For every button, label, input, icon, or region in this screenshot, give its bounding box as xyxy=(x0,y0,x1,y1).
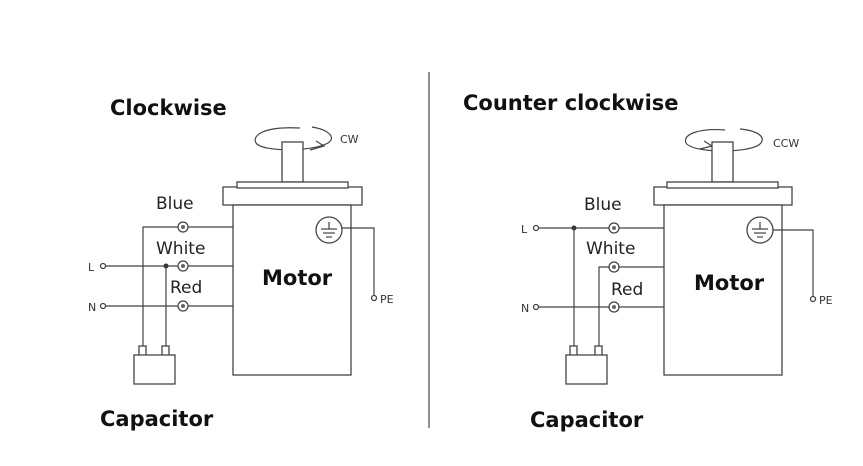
capacitor-box xyxy=(565,354,608,385)
l-terminal-label: L xyxy=(521,223,528,236)
cw-label: CW xyxy=(340,133,359,146)
white-terminal xyxy=(608,261,620,273)
white-terminal xyxy=(177,260,189,272)
capacitor-box xyxy=(133,354,176,385)
red-wire-label: Red xyxy=(611,280,643,300)
pe-terminal-label: PE xyxy=(819,294,833,307)
counter-clockwise-title: Counter clockwise xyxy=(463,91,679,115)
motor-shaft xyxy=(711,141,734,183)
clockwise-title: Clockwise xyxy=(110,96,227,120)
motor-flange xyxy=(653,186,793,206)
motor-shaft xyxy=(281,141,304,183)
red-wire-label: Red xyxy=(170,278,202,298)
white-wire-label: White xyxy=(586,239,635,259)
blue-terminal xyxy=(177,221,189,233)
earth-icon xyxy=(315,216,343,244)
blue-wire-label: Blue xyxy=(156,194,194,214)
capacitor-label: Capacitor xyxy=(100,407,214,431)
motor-label: Motor xyxy=(694,271,765,295)
pe-terminal-label: PE xyxy=(380,293,394,306)
blue-wire-label: Blue xyxy=(584,195,622,215)
earth-icon xyxy=(746,216,774,244)
n-terminal-label: N xyxy=(521,302,529,315)
l-terminal-label: L xyxy=(88,261,95,274)
white-wire-label: White xyxy=(156,239,205,259)
red-terminal xyxy=(608,301,620,313)
motor-flange xyxy=(222,186,363,206)
capacitor-label: Capacitor xyxy=(530,408,644,432)
ccw-label: CCW xyxy=(773,137,799,150)
blue-terminal xyxy=(608,222,620,234)
red-terminal xyxy=(177,300,189,312)
clockwise-diagram: Clockwise CW Motor PE Blue Whi xyxy=(88,96,394,431)
n-terminal-label: N xyxy=(88,301,96,314)
counter-clockwise-diagram: Counter clockwise CCW Motor PE Blu xyxy=(463,91,833,432)
motor-label: Motor xyxy=(262,266,333,290)
